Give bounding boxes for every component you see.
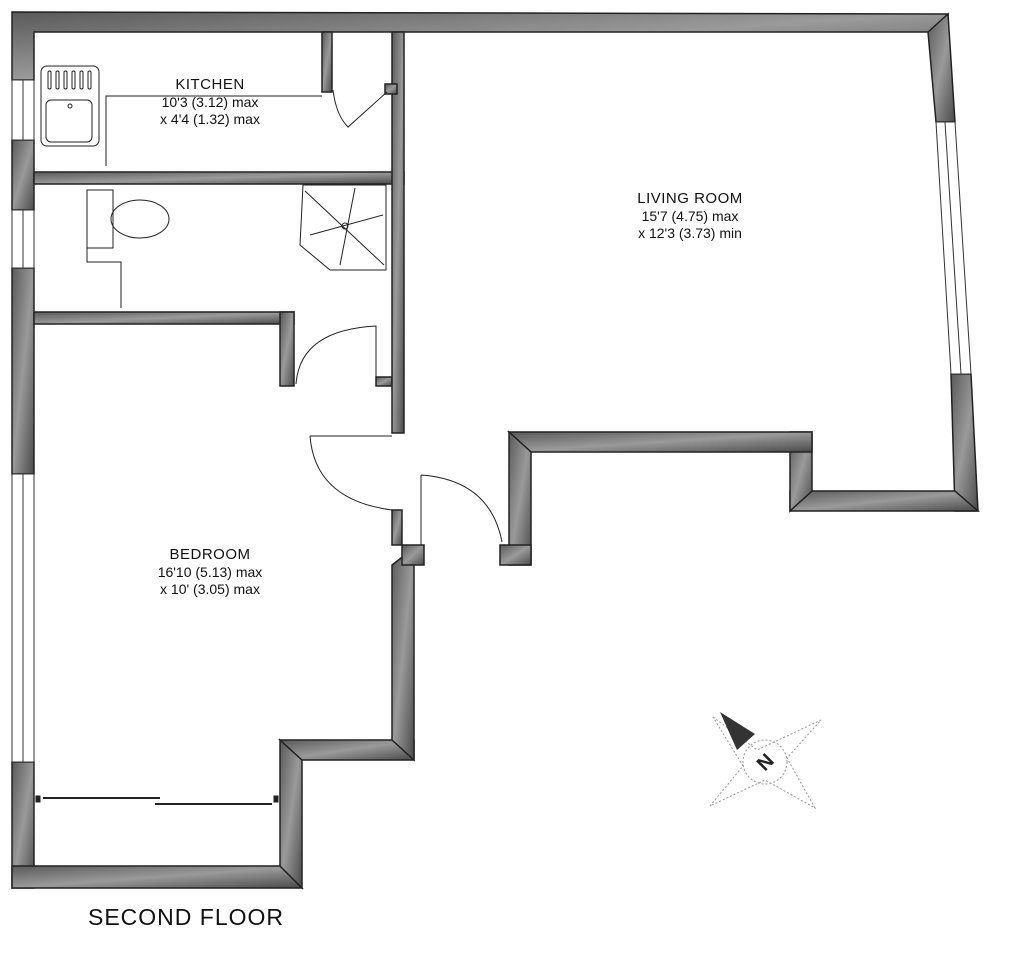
walls — [11, 11, 981, 890]
sink-icon — [40, 65, 100, 147]
interior-lines — [35, 65, 503, 805]
wall-kitchen-bath — [33, 171, 405, 185]
wall-top — [11, 11, 949, 81]
shower-icon — [299, 184, 387, 271]
wall-bath-bedroom — [33, 311, 295, 325]
wall-closet-stub — [384, 83, 398, 95]
room-name: KITCHEN — [175, 76, 245, 93]
wall-bedroom-right — [391, 546, 415, 762]
room-name: LIVING ROOM — [637, 190, 743, 207]
kitchen-label: KITCHEN 10'3 (3.12) max x 4'4 (1.32) max — [110, 76, 310, 128]
wall-hall-lower — [391, 509, 403, 546]
entrance-door — [420, 474, 503, 545]
room-dimension: 10'3 (3.12) max — [161, 94, 259, 110]
floor-title: SECOND FLOOR — [88, 904, 285, 930]
compass-icon: N — [709, 712, 822, 810]
wall-central — [391, 31, 405, 434]
wall-bedroom-step-h — [278, 739, 415, 761]
bathroom-door — [295, 325, 377, 385]
wall-bath-door-right — [375, 376, 393, 387]
closet-door — [332, 89, 388, 128]
room-dimension: 15'7 (4.75) max — [641, 208, 739, 224]
wall-left-3 — [11, 267, 35, 475]
wall-closet-left — [321, 31, 333, 93]
bedroom-label: BEDROOM 16'10 (5.13) max x 10' (3.05) ma… — [110, 546, 310, 598]
compass-north-label: N — [753, 750, 779, 776]
kitchen-counter — [105, 95, 322, 166]
wall-bedroom-step-v — [279, 738, 303, 890]
wall-bath-door-left — [279, 311, 295, 387]
wall-left-2 — [11, 139, 35, 211]
toilet-icon — [86, 189, 170, 308]
wall-step-horizontal — [507, 431, 813, 453]
living-room-label: LIVING ROOM 15'7 (4.75) max x 12'3 (3.73… — [590, 190, 790, 242]
room-dimension: x 10' (3.05) max — [160, 580, 260, 597]
room-name: BEDROOM — [169, 546, 251, 563]
room-dimension: 16'10 (5.13) max — [157, 564, 263, 580]
wall-bedroom-bottom — [11, 865, 304, 889]
bedroom-door — [309, 435, 393, 511]
room-dimension: x 4'4 (1.32) max — [160, 110, 260, 127]
wall-right-upper — [927, 12, 956, 123]
windows — [11, 79, 972, 763]
room-dimension: x 12'3 (3.73) min — [638, 224, 742, 241]
wall-door-stub — [499, 544, 532, 566]
wall-door-stub-2 — [401, 544, 425, 566]
wall-bottom-right — [789, 490, 981, 512]
